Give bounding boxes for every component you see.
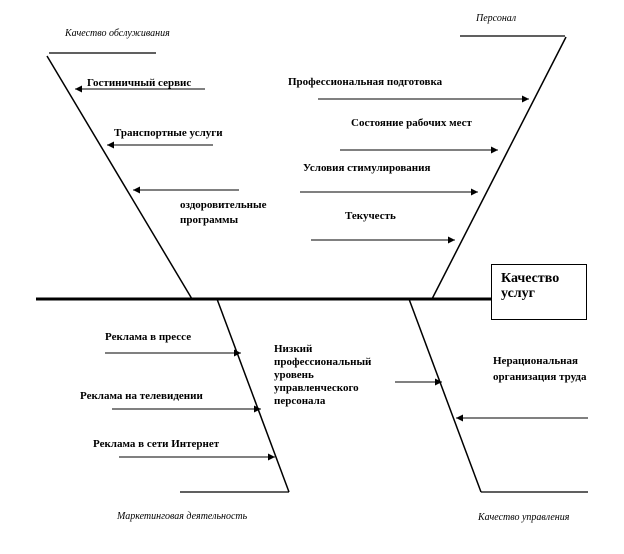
- cause-training: Профессиональная подготовка: [288, 76, 443, 88]
- category-management: Качество управления: [478, 512, 570, 523]
- category-marketing: Маркетинговая деятельность: [117, 511, 248, 522]
- cause-press-ads: Реклама в прессе: [105, 331, 192, 343]
- bone-personnel: [431, 36, 567, 300]
- bone-management: [408, 298, 482, 493]
- cause-incentives: Условия стимулирования: [303, 162, 431, 174]
- cause-hotel-service: Гостиничный сервис: [87, 77, 192, 89]
- cause-low-level-line1: Низкий: [274, 343, 313, 355]
- cause-health-line1: оздоровительные: [180, 199, 267, 211]
- cause-tv-ads: Реклама на телевидении: [80, 390, 203, 402]
- cause-labor-org-line1: Нерациональная: [493, 355, 578, 367]
- cause-transport: Транспортные услуги: [114, 127, 223, 139]
- cause-low-level-line5: персонала: [274, 395, 326, 407]
- cause-internet-ads: Реклама в сети Интернет: [93, 438, 220, 450]
- cause-labor-org-line2: организация труда: [493, 371, 587, 383]
- effect-box: Качество услуг: [491, 264, 587, 320]
- effect-line1: Качество: [501, 271, 560, 286]
- category-personnel: Персонал: [476, 13, 517, 24]
- cause-low-level-line2: профессиональный: [274, 356, 372, 368]
- category-service-quality: Качество обслуживания: [65, 28, 170, 39]
- cause-turnover: Текучесть: [345, 210, 396, 222]
- bone-service-quality: [46, 55, 193, 300]
- cause-health-line2: программы: [180, 214, 239, 226]
- effect-line2: услуг: [501, 286, 535, 301]
- cause-workplaces: Состояние рабочих мест: [351, 117, 472, 129]
- cause-low-level-line3: уровень: [274, 369, 314, 381]
- cause-low-level-line4: управленческого: [274, 382, 359, 394]
- bone-marketing: [216, 298, 290, 493]
